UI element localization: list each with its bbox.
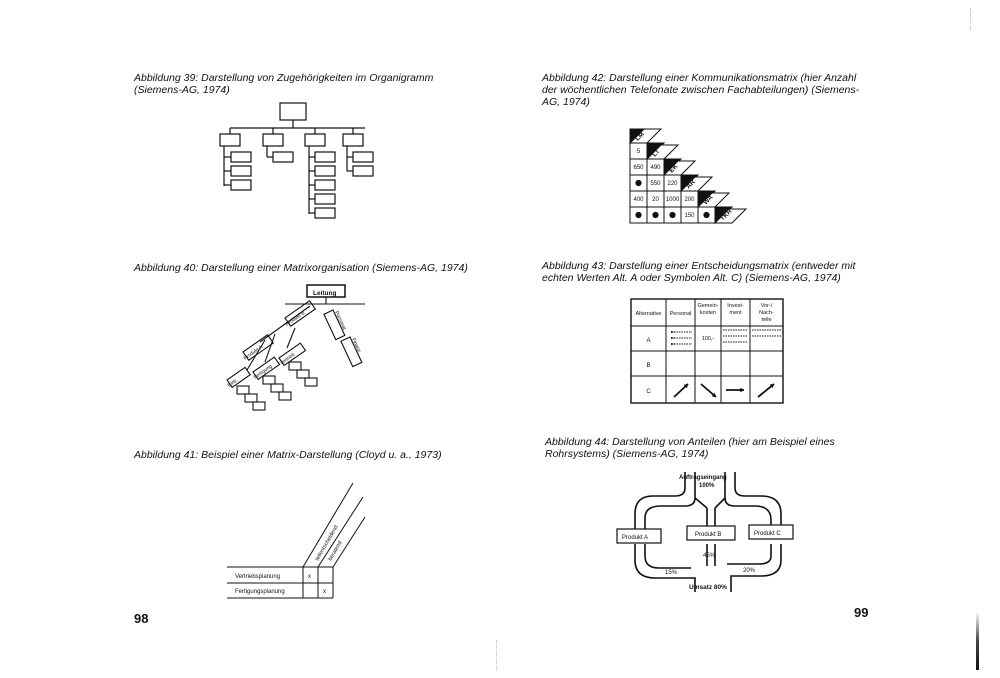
- fig42-header-cell: [662, 160, 697, 176]
- fig43-header: ment: [729, 310, 742, 316]
- fig40-finanz-label: Finanz: [350, 337, 362, 354]
- fig42-value: 20: [652, 197, 659, 203]
- fig44-produkt-b: Produkt B: [695, 532, 721, 538]
- fig41-mark-2: x: [323, 589, 326, 595]
- page-gutter: [496, 640, 503, 670]
- fig43-header: kosten: [700, 310, 716, 316]
- fig39-organigram: [219, 102, 374, 219]
- fig42-dot: [635, 211, 642, 219]
- fig42-dot: [652, 211, 659, 219]
- fig42-value: 550: [650, 181, 661, 187]
- fig43-row-label: C: [646, 389, 651, 395]
- fig42-value: 200: [684, 197, 695, 203]
- fig40-personal-label: Personal: [333, 310, 347, 330]
- fig42-value: 490: [650, 165, 661, 171]
- fig42-header-label: LM: [634, 131, 646, 143]
- fig43-header: Alternative: [636, 311, 662, 317]
- fig42-value: 650: [633, 165, 644, 171]
- fig41-mark-1: x: [308, 574, 311, 580]
- fig42-value: 150: [684, 213, 695, 219]
- fig44-pct-c: 20%: [743, 568, 756, 574]
- fig42-dot: [703, 211, 710, 219]
- fig43-header: Invest-: [727, 303, 744, 309]
- fig42-header-label: AR: [685, 179, 697, 191]
- right-page-number: 99: [854, 605, 869, 620]
- fig44-top-label: Auftragseingang: [679, 475, 727, 481]
- fig43-value: 100,-: [702, 336, 715, 342]
- fig43-decision-matrix: Alternative Personal Gemein-kosten Invest-m…: [630, 298, 784, 404]
- fig43-header: Personal: [670, 311, 692, 317]
- fig44-pipe-diagram: Auftragseingang 100% Produkt A Produkt B…: [616, 472, 794, 592]
- fig42-value: 220: [667, 181, 678, 187]
- fig43-header: teile: [761, 317, 771, 323]
- fig42-header-corner: [629, 128, 646, 145]
- fig41-caption: Abbildung 41: Beispiel einer Matrix-Dars…: [134, 449, 442, 461]
- fig44-pct-b: 45%: [703, 553, 716, 559]
- fig40-matrix-organisation: Leitung Produkt B Produkt A Personal Fin…: [226, 284, 365, 411]
- fig41-row2-label: Fertigungsplanung: [235, 589, 285, 595]
- fig43-caption: Abbildung 43: Darstellung einer Entschei…: [542, 260, 856, 284]
- fig42-dot: [635, 179, 642, 187]
- fig43-arrowhead: [711, 392, 717, 398]
- fig42-header-cell: [645, 144, 680, 160]
- fig43-row-label: A: [646, 338, 650, 344]
- fig44-pct-a: 15%: [665, 570, 678, 576]
- fig42-header-cell: [679, 176, 714, 192]
- fig44-top-pct: 100%: [699, 483, 715, 489]
- fig44-bottom-label: Umsatz 80%: [689, 584, 727, 591]
- fig42-value: 400: [633, 197, 644, 203]
- fig43-arrowhead: [769, 383, 775, 389]
- fig44-produkt-a: Produkt A: [622, 535, 648, 541]
- fig41-row1-label: Vertriebsplanung: [235, 574, 280, 580]
- fig43-header: Gemein-: [697, 303, 718, 309]
- fig44-produkt-c: Produkt C: [754, 531, 781, 537]
- fig40-einkauf-label: Eink.: [227, 377, 240, 388]
- fig42-header-label: LT: [651, 148, 661, 158]
- fig43-arrowhead: [683, 383, 689, 389]
- fig42-dot: [669, 211, 676, 219]
- fig42-header-label: EK: [668, 163, 680, 175]
- fig43-row-label: B: [646, 363, 650, 369]
- fig42-caption: Abbildung 42: Darstellung einer Kommunik…: [542, 72, 860, 108]
- fig43-arrowhead: [740, 387, 745, 393]
- fig43-header: Nach-: [759, 310, 774, 316]
- fig42-value: 1000: [666, 197, 680, 203]
- fig39-caption: Abbildung 39: Darstellung von Zugehörigk…: [134, 72, 434, 96]
- page-edge-mark: [970, 8, 972, 30]
- fig40-produkt-b-label: Produkt B: [285, 310, 307, 328]
- fig42-header-cell: [713, 208, 748, 224]
- fig42-header-cell: [696, 192, 731, 208]
- fig41-matrix: teilentscheidend beratend Vertriebsplanu…: [227, 482, 366, 599]
- fig42-value: 5: [637, 149, 641, 155]
- page-edge-shadow: [976, 612, 979, 670]
- fig40-leitung-label: Leitung: [313, 290, 336, 297]
- fig40-caption: Abbildung 40: Darstellung einer Matrixor…: [134, 262, 468, 274]
- left-page-number: 98: [134, 611, 149, 626]
- fig43-header: Vor-/: [761, 303, 773, 309]
- fig44-caption: Abbildung 44: Darstellung von Anteilen (…: [545, 436, 835, 460]
